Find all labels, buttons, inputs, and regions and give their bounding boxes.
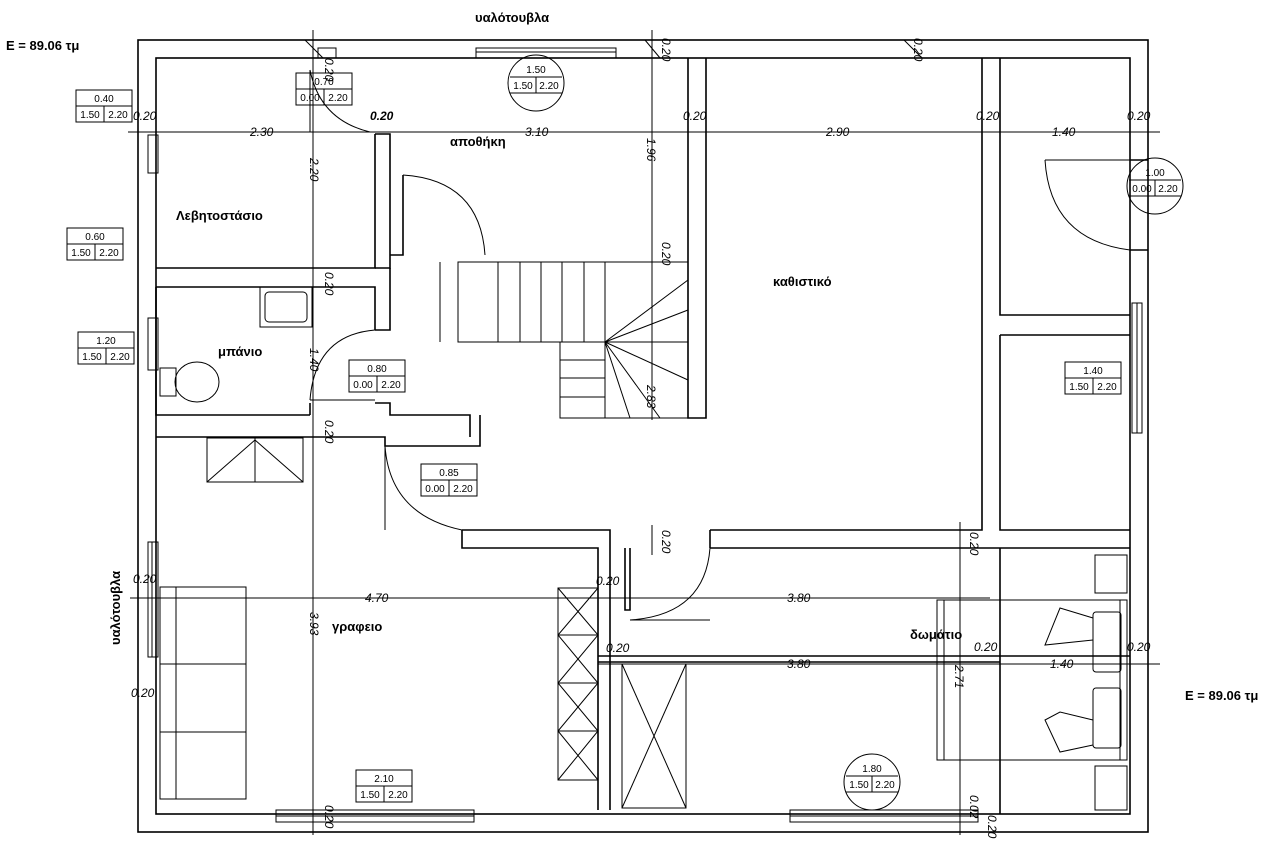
dim-text: 2.90 bbox=[825, 125, 850, 139]
opening-width: 2.10 bbox=[374, 774, 394, 785]
tag-door-right-top: 1.00 0.00 2.20 bbox=[1126, 157, 1184, 215]
opening-width: 0.80 bbox=[367, 364, 387, 375]
dim-text-v: 2.71 bbox=[952, 664, 966, 688]
dim-text-v: 1.96 bbox=[644, 138, 658, 162]
tag-door-office: 0.85 0.00 2.20 bbox=[420, 463, 478, 497]
material-label-left: υαλότουβλα bbox=[108, 571, 123, 645]
opening-sill: 1.50 bbox=[513, 81, 533, 92]
dimension-texts: 0.20 2.30 0.20 3.10 0.20 2.90 0.20 1.40 … bbox=[131, 38, 1151, 839]
dim-text-v: 0.20 bbox=[659, 38, 673, 62]
dim-text: 4.70 bbox=[365, 591, 389, 605]
dim-text: 0.20 bbox=[133, 572, 157, 586]
opening-height: 2.20 bbox=[381, 380, 401, 391]
room-label-storage: αποθήκη bbox=[450, 134, 506, 149]
tag-door-boiler: 0.70 0.00 2.20 bbox=[295, 72, 353, 106]
tag-door-bath: 0.80 0.00 2.20 bbox=[348, 359, 406, 393]
dim-text-v: 0.02 bbox=[967, 795, 981, 819]
tag-window-right-mid: 1.40 1.50 2.20 bbox=[1064, 361, 1122, 395]
dim-text: 0.20 bbox=[683, 109, 707, 123]
windows bbox=[147, 47, 1143, 823]
exterior-walls bbox=[137, 39, 1149, 833]
opening-height: 2.20 bbox=[539, 81, 559, 92]
doors bbox=[309, 69, 1148, 621]
dim-text: 3.80 bbox=[787, 591, 811, 605]
opening-width: 0.85 bbox=[439, 468, 459, 479]
dim-text-v: 2.83 bbox=[644, 384, 658, 409]
dim-text: 0.20 bbox=[131, 686, 155, 700]
opening-sill: 0.00 bbox=[353, 380, 373, 391]
opening-height: 2.20 bbox=[110, 352, 130, 363]
dim-text-v: 3.93 bbox=[307, 612, 321, 636]
dim-text-v: 1.40 bbox=[307, 348, 321, 372]
dimension-lines bbox=[128, 30, 1160, 835]
dim-text: 2.30 bbox=[249, 125, 274, 139]
area-label-right: E = 89.06 τμ bbox=[1185, 688, 1258, 703]
tag-window-bath: 1.20 1.50 2.20 bbox=[77, 331, 135, 365]
staircase bbox=[439, 261, 689, 419]
opening-width: 1.20 bbox=[96, 336, 116, 347]
opening-sill: 0.00 bbox=[425, 484, 445, 495]
dim-text-v: 0.20 bbox=[322, 805, 336, 829]
dim-text: 1.40 bbox=[1052, 125, 1076, 139]
dim-text: 0.20 bbox=[133, 109, 157, 123]
dim-text-v: 0.20 bbox=[911, 38, 925, 62]
room-label-office: γραφειο bbox=[332, 619, 382, 634]
opening-sill: 1.50 bbox=[82, 352, 102, 363]
opening-height: 2.20 bbox=[453, 484, 473, 495]
dim-text: 0.20 bbox=[606, 641, 630, 655]
opening-height: 2.20 bbox=[1158, 184, 1178, 195]
opening-width: 0.60 bbox=[85, 232, 105, 243]
opening-width: 0.40 bbox=[94, 94, 114, 105]
opening-sill: 1.50 bbox=[849, 780, 869, 791]
tag-window-left-mid: 0.60 1.50 2.20 bbox=[66, 227, 124, 261]
opening-height: 2.20 bbox=[875, 780, 895, 791]
dim-text: 3.10 bbox=[525, 125, 549, 139]
opening-width: 1.80 bbox=[862, 764, 882, 775]
dim-text: 1.40 bbox=[1050, 657, 1074, 671]
opening-height: 2.20 bbox=[328, 93, 348, 104]
dim-text: 3.80 bbox=[787, 657, 811, 671]
dim-text: 0.20 bbox=[596, 574, 620, 588]
room-label-bedroom: δωμάτιο bbox=[910, 627, 962, 642]
opening-width: 1.40 bbox=[1083, 366, 1103, 377]
opening-height: 2.20 bbox=[388, 790, 408, 801]
opening-sill: 1.50 bbox=[71, 248, 91, 259]
area-label-top-left: E = 89.06 τμ bbox=[6, 38, 79, 53]
dim-text: 0.20 bbox=[370, 109, 394, 123]
dim-text: 0.20 bbox=[1127, 640, 1151, 654]
dim-text-v: 0.20 bbox=[967, 532, 981, 556]
opening-height: 2.20 bbox=[108, 110, 128, 121]
opening-sill: 1.50 bbox=[80, 110, 100, 121]
tag-window-office-bottom: 2.10 1.50 2.20 bbox=[355, 769, 413, 803]
dim-text: 0.20 bbox=[1127, 109, 1151, 123]
tag-window-bedroom-bottom: 1.80 1.50 2.20 bbox=[843, 753, 901, 811]
dim-text-v: 0.20 bbox=[322, 420, 336, 444]
room-label-boiler: Λεβητοστάσιο bbox=[176, 208, 263, 223]
room-label-living: καθιστικό bbox=[773, 274, 832, 289]
opening-height: 2.20 bbox=[99, 248, 119, 259]
room-label-bathroom: μπάνιο bbox=[218, 344, 262, 359]
opening-width: 1.00 bbox=[1145, 168, 1165, 179]
opening-sill: 1.50 bbox=[1069, 382, 1089, 393]
opening-sill: 0.00 bbox=[300, 93, 320, 104]
material-label-top: υαλότουβλα bbox=[475, 10, 549, 25]
dim-text-v: 0.20 bbox=[322, 58, 336, 82]
opening-sill: 1.50 bbox=[360, 790, 380, 801]
tag-window-top-center: 1.50 1.50 2.20 bbox=[507, 54, 565, 112]
dim-text: 0.20 bbox=[974, 640, 998, 654]
opening-sill: 0.00 bbox=[1132, 184, 1152, 195]
opening-height: 2.20 bbox=[1097, 382, 1117, 393]
opening-width: 0.70 bbox=[314, 77, 334, 88]
dim-text-v: 0.20 bbox=[322, 272, 336, 296]
tag-window-top-left: 0.40 1.50 2.20 bbox=[75, 89, 133, 123]
dim-text-v: 2.20 bbox=[307, 157, 321, 182]
dim-text: 0.20 bbox=[976, 109, 1000, 123]
dim-text-v: 0.20 bbox=[659, 242, 673, 266]
dim-text-v: 0.20 bbox=[659, 530, 673, 554]
opening-width: 1.50 bbox=[526, 65, 546, 76]
dim-text-v: 0.20 bbox=[985, 815, 999, 839]
interior-walls bbox=[155, 58, 1130, 814]
